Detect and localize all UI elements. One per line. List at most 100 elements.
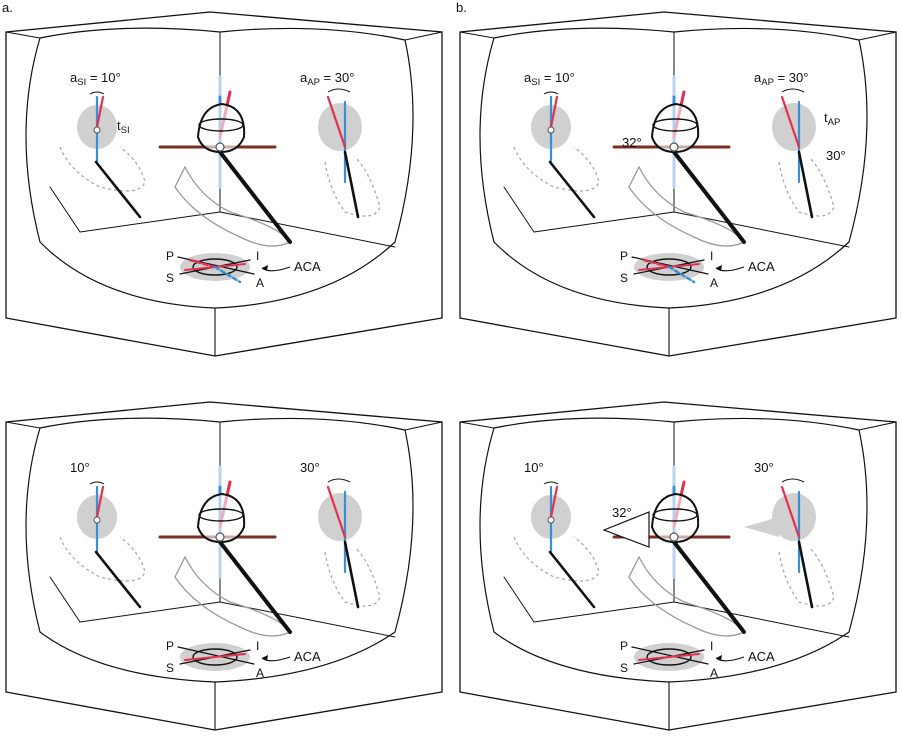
left-humerus-shadow bbox=[548, 160, 596, 219]
right-shadow-scapula bbox=[778, 546, 835, 607]
room-floor-left bbox=[533, 601, 675, 623]
floor-head-ellipse bbox=[192, 258, 238, 276]
left-tilt-sub: SI bbox=[121, 125, 130, 136]
right-wall-projection bbox=[318, 88, 381, 219]
center-pivot bbox=[215, 142, 225, 152]
dir-s: S bbox=[166, 661, 174, 675]
humerus-shaft bbox=[218, 540, 292, 634]
right-wall-projection bbox=[318, 478, 381, 609]
humeral-head bbox=[650, 492, 700, 544]
box-edge-right bbox=[404, 421, 443, 431]
left-red-axis bbox=[549, 95, 559, 129]
head-equator bbox=[652, 118, 698, 132]
dir-i: I bbox=[256, 249, 259, 263]
left-angle-sub: SI bbox=[531, 77, 540, 88]
box-edge-left bbox=[459, 31, 495, 39]
dir-s: S bbox=[620, 661, 628, 675]
right-shadow-head bbox=[318, 103, 362, 151]
left-humerus-shadow bbox=[94, 160, 142, 219]
floor-head-ellipse bbox=[646, 648, 692, 666]
floor-axis-pa bbox=[631, 646, 709, 665]
center-shoulder-model bbox=[158, 465, 292, 637]
left-center-dot bbox=[547, 126, 555, 134]
right-angle-main: a bbox=[754, 70, 762, 85]
floor-blue-dashed bbox=[213, 265, 242, 284]
room-box bbox=[459, 401, 897, 731]
right-shadow-scapula bbox=[324, 156, 381, 217]
aca-label: ACA bbox=[294, 649, 321, 664]
left-angle-main: a bbox=[524, 70, 532, 85]
room-floor-left bbox=[533, 211, 675, 233]
room-wall-left-edge bbox=[503, 186, 535, 233]
floor-head-ellipse bbox=[646, 258, 692, 276]
right-angle-label: aAP = 30° bbox=[300, 70, 354, 88]
dir-p: P bbox=[166, 249, 174, 263]
right-angle-main: 30° bbox=[754, 460, 774, 475]
left-center-dot bbox=[547, 516, 555, 524]
center-angle-label: 32° bbox=[622, 135, 642, 150]
right-angle-label: aAP = 30° bbox=[754, 70, 808, 88]
left-angle-arc bbox=[89, 481, 105, 485]
right-angle-arc bbox=[781, 478, 805, 483]
humeral-head bbox=[196, 102, 246, 154]
right-red-axis bbox=[326, 485, 347, 539]
left-angle-label: aSI = 10° bbox=[524, 70, 575, 88]
angle-labels: 10° 30° 32° bbox=[524, 460, 779, 548]
box-edge-right bbox=[858, 421, 897, 431]
aca-arrow-head bbox=[716, 265, 722, 271]
dir-s: S bbox=[620, 271, 628, 285]
left-red-axis bbox=[95, 95, 105, 129]
right-angle-label: 30° bbox=[754, 460, 774, 475]
floor-head-ellipse bbox=[192, 648, 238, 666]
right-tilt-label: tAP bbox=[824, 110, 840, 128]
left-center-dot bbox=[93, 516, 101, 524]
center-pivot bbox=[669, 142, 679, 152]
dir-a: A bbox=[710, 666, 718, 680]
left-wall-projection bbox=[59, 481, 146, 609]
right-humerus-shadow bbox=[343, 540, 360, 609]
room-box bbox=[5, 11, 443, 357]
center-angle-label: 32° bbox=[612, 505, 632, 520]
right-red-axis bbox=[326, 95, 347, 149]
box-edge-right bbox=[858, 31, 897, 41]
right-angle-label: 30° bbox=[300, 460, 320, 475]
right-shadow-head bbox=[772, 103, 816, 151]
floor-red-dashed bbox=[188, 258, 217, 269]
panel-label-b: b. bbox=[456, 0, 467, 15]
aca-label: ACA bbox=[748, 259, 775, 274]
left-tilt-main: t bbox=[117, 118, 121, 133]
dir-p: P bbox=[166, 639, 174, 653]
dir-i: I bbox=[710, 249, 713, 263]
right-shadow-scapula bbox=[324, 546, 381, 607]
left-angle-label: 10° bbox=[524, 460, 544, 475]
left-angle-value: = 10° bbox=[540, 70, 574, 85]
room-wall-left-edge bbox=[503, 576, 535, 623]
left-angle-sub: SI bbox=[77, 77, 86, 88]
humeral-head bbox=[650, 102, 700, 154]
left-wall-projection bbox=[513, 91, 600, 219]
right-wall-projection bbox=[772, 88, 835, 219]
panel-label-a: a. bbox=[2, 0, 13, 15]
left-angle-main: 10° bbox=[524, 460, 544, 475]
dir-p: P bbox=[620, 249, 628, 263]
dir-a: A bbox=[256, 666, 264, 680]
left-shadow-scapula bbox=[513, 536, 600, 582]
humerus-shaft bbox=[672, 150, 746, 244]
head-equator bbox=[198, 118, 244, 132]
right-humerus-shadow bbox=[797, 150, 814, 219]
left-shadow-scapula bbox=[59, 146, 146, 192]
left-angle-arc bbox=[89, 91, 105, 95]
right-angle-value: = 30° bbox=[774, 70, 808, 85]
right-angle-main: a bbox=[300, 70, 308, 85]
box-edge-left bbox=[459, 421, 495, 429]
left-angle-main: 10° bbox=[70, 460, 90, 475]
right-tilt-sub: AP bbox=[828, 117, 841, 128]
room-floor-left bbox=[79, 211, 221, 233]
